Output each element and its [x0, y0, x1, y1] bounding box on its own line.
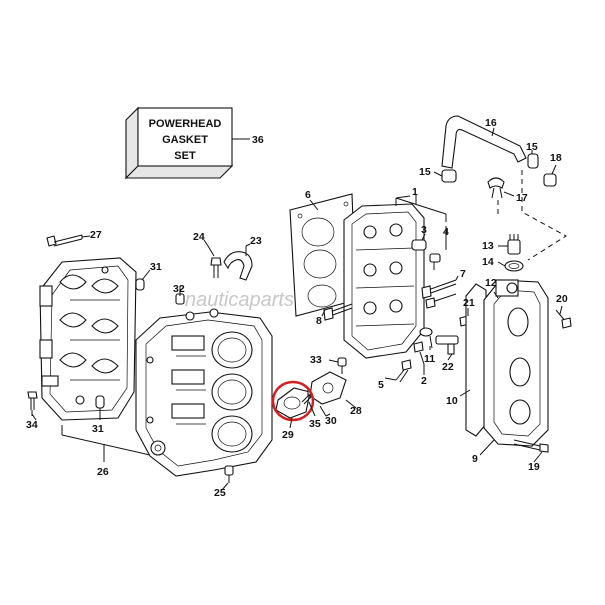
callout-21: 21 [463, 297, 475, 309]
bolt-27[interactable] [46, 234, 91, 247]
callout-numbers: 36 1 2 3 4 5 6 7 8 9 10 11 12 13 14 15 1… [26, 117, 568, 499]
gasket-14[interactable] [504, 260, 524, 272]
callout-26: 26 [97, 466, 109, 478]
gasket-set-box[interactable]: POWERHEAD GASKET SET [124, 106, 250, 180]
head-bolts-8[interactable] [323, 303, 353, 321]
bolt-19[interactable] [513, 439, 549, 453]
hose-16[interactable] [441, 115, 527, 169]
callout-19: 19 [528, 461, 540, 473]
cover-plate-28[interactable] [309, 371, 347, 405]
screw-33[interactable] [337, 357, 347, 374]
cylinder-head-cover-9[interactable] [483, 279, 549, 447]
callout-16: 16 [485, 117, 497, 129]
callout-30: 30 [325, 415, 337, 427]
highlight-ring [271, 380, 315, 422]
callout-11: 11 [424, 353, 435, 365]
fitting-15-left[interactable] [441, 169, 457, 183]
bolt-34[interactable] [27, 391, 38, 416]
bolt-4[interactable] [429, 226, 447, 270]
callout-34: 34 [26, 419, 38, 431]
fitting-15-right[interactable] [527, 153, 539, 169]
screw-20[interactable] [555, 309, 572, 329]
head-gasket-6[interactable] [289, 193, 357, 317]
screw-30[interactable] [319, 405, 327, 417]
screw-24[interactable] [207, 245, 222, 278]
watermark: nauticaparts [185, 289, 294, 311]
assembly-line-hose [521, 170, 567, 261]
crankcase-cover[interactable] [39, 257, 137, 421]
screw-25[interactable] [224, 465, 234, 483]
callout-35: 35 [309, 418, 321, 430]
hose-clamp-17[interactable] [487, 177, 505, 199]
callout-29: 29 [282, 429, 294, 441]
washer-11[interactable] [419, 327, 433, 349]
callout-23: 23 [250, 235, 262, 247]
gasket-set-label-line1: POWERHEAD [149, 118, 222, 130]
callout-31-upper: 31 [150, 261, 162, 273]
callout-7: 7 [460, 268, 466, 280]
thermostat-13[interactable] [507, 234, 521, 255]
callout-27: 27 [90, 229, 102, 241]
callout-14: 14 [482, 256, 494, 268]
callout-9: 9 [472, 453, 478, 465]
callout-15-left: 15 [419, 166, 431, 178]
bolt-5[interactable] [395, 359, 412, 383]
callout-33: 33 [310, 354, 322, 366]
leader-lines [31, 127, 563, 491]
hose-fitting-23[interactable] [223, 246, 253, 281]
head-bolts-7[interactable] [421, 279, 457, 309]
callout-12: 12 [485, 277, 497, 289]
callout-3: 3 [421, 224, 427, 236]
callout-5: 5 [378, 379, 384, 391]
cylinder-head-1[interactable] [343, 203, 425, 359]
callout-24: 24 [193, 231, 205, 243]
callout-6: 6 [305, 189, 311, 201]
callout-22: 22 [442, 361, 454, 373]
callout-28: 28 [350, 405, 362, 417]
callout-17: 17 [516, 192, 528, 204]
plug-18[interactable] [543, 173, 557, 187]
temp-sensor-22[interactable] [435, 335, 459, 355]
callout-25: 25 [214, 487, 226, 499]
dowel-pin-31-upper[interactable] [135, 269, 151, 291]
bolt-2[interactable] [413, 341, 425, 365]
callout-36: 36 [252, 134, 264, 146]
callout-20: 20 [556, 293, 568, 305]
callout-15-right: 15 [526, 141, 538, 153]
gasket-set-label-line2: GASKET [162, 134, 208, 146]
callout-13: 13 [482, 240, 494, 252]
callout-32: 32 [173, 283, 185, 295]
callout-4: 4 [443, 226, 449, 238]
callout-8: 8 [316, 315, 322, 327]
callout-18: 18 [550, 152, 562, 164]
gasket-set-label-line3: SET [174, 150, 196, 162]
callout-10: 10 [446, 395, 458, 407]
callout-31-lower: 31 [92, 423, 104, 435]
bracket-1 [395, 194, 447, 222]
cylinder-block[interactable] [135, 308, 273, 477]
callout-1: 1 [412, 186, 418, 198]
callout-2: 2 [421, 375, 427, 387]
dowel-pin-31-lower[interactable] [95, 395, 105, 420]
washer-3[interactable] [411, 239, 427, 251]
